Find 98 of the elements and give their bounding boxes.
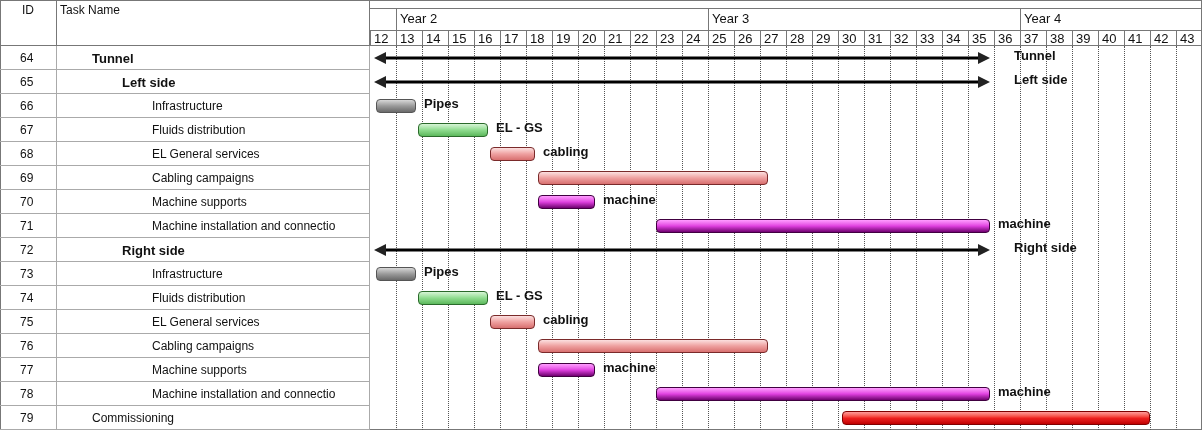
bar-label: Left side — [1014, 72, 1068, 86]
week-number: 39 — [1076, 32, 1091, 45]
week-number: 38 — [1050, 32, 1065, 45]
task-name: Cabling campaigns — [152, 172, 255, 184]
bar-label: EL - GS — [496, 120, 543, 134]
task-name: Commissioning — [92, 412, 175, 424]
row-id: 64 — [20, 52, 34, 64]
task-name: Left side — [122, 76, 176, 89]
row-id: 70 — [20, 196, 34, 208]
bar-label: cabling — [543, 144, 589, 158]
task-name: Right side — [122, 244, 185, 257]
week-number: 20 — [582, 32, 597, 45]
column-header: Task Name — [60, 4, 121, 16]
week-number: 41 — [1128, 32, 1143, 45]
week-number: 37 — [1024, 32, 1039, 45]
task-bar — [656, 219, 990, 233]
row-id: 75 — [20, 316, 34, 328]
row-id: 79 — [20, 412, 34, 424]
task-bar — [538, 195, 595, 209]
bar-label: Pipes — [424, 264, 459, 278]
row-id: 74 — [20, 292, 34, 304]
week-number: 35 — [972, 32, 987, 45]
task-bar — [538, 363, 595, 377]
task-bar — [538, 171, 768, 185]
task-bar — [538, 339, 768, 353]
bar-label: cabling — [543, 312, 589, 326]
row-id: 67 — [20, 124, 34, 136]
task-name: Infrastructure — [152, 100, 223, 112]
task-name: Machine installation and connectio — [152, 220, 336, 232]
task-bar — [376, 267, 416, 281]
week-number: 42 — [1154, 32, 1169, 45]
year-label: Year 3 — [712, 12, 750, 25]
row-id: 72 — [20, 244, 34, 256]
year-label: Year 4 — [1024, 12, 1062, 25]
week-number: 33 — [920, 32, 935, 45]
row-id: 73 — [20, 268, 34, 280]
task-bar — [418, 291, 488, 305]
task-name: Machine supports — [152, 196, 247, 208]
week-number: 14 — [426, 32, 441, 45]
task-bar — [490, 147, 535, 161]
task-bar — [376, 99, 416, 113]
task-bar — [418, 123, 488, 137]
row-id: 66 — [20, 100, 34, 112]
week-number: 31 — [868, 32, 883, 45]
bar-label: machine — [998, 384, 1051, 398]
week-number: 32 — [894, 32, 909, 45]
week-number: 12 — [374, 32, 389, 45]
task-name: EL General services — [152, 316, 260, 328]
week-number: 27 — [764, 32, 779, 45]
task-name: Machine supports — [152, 364, 247, 376]
week-number: 17 — [504, 32, 519, 45]
task-bar — [490, 315, 535, 329]
week-number: 26 — [738, 32, 753, 45]
week-number: 24 — [686, 32, 701, 45]
summary-bar — [374, 75, 990, 89]
summary-bar — [374, 51, 990, 65]
row-id: 71 — [20, 220, 34, 232]
task-name: Machine installation and connectio — [152, 388, 336, 400]
week-number: 40 — [1102, 32, 1117, 45]
bar-label: machine — [603, 192, 656, 206]
bar-label: EL - GS — [496, 288, 543, 302]
task-name: EL General services — [152, 148, 260, 160]
week-number: 34 — [946, 32, 961, 45]
bar-label: Pipes — [424, 96, 459, 110]
task-name: Fluids distribution — [152, 292, 246, 304]
row-id: 78 — [20, 388, 34, 400]
week-number: 18 — [530, 32, 545, 45]
bar-label: machine — [603, 360, 656, 374]
year-label: Year 2 — [400, 12, 438, 25]
bar-label: Tunnel — [1014, 48, 1056, 62]
row-id: 76 — [20, 340, 34, 352]
week-number: 28 — [790, 32, 805, 45]
task-name: Tunnel — [92, 52, 134, 65]
week-number: 19 — [556, 32, 571, 45]
row-id: 69 — [20, 172, 34, 184]
row-id: 65 — [20, 76, 34, 88]
week-number: 22 — [634, 32, 649, 45]
week-number: 23 — [660, 32, 675, 45]
week-number: 21 — [608, 32, 623, 45]
summary-bar — [374, 243, 990, 257]
task-name: Infrastructure — [152, 268, 223, 280]
week-number: 16 — [478, 32, 493, 45]
task-name: Fluids distribution — [152, 124, 246, 136]
bar-label: Right side — [1014, 240, 1077, 254]
week-number: 30 — [842, 32, 857, 45]
week-number: 15 — [452, 32, 467, 45]
row-id: 77 — [20, 364, 34, 376]
row-id: 68 — [20, 148, 34, 160]
task-bar — [656, 387, 990, 401]
task-bar — [842, 411, 1150, 425]
column-header: ID — [22, 4, 34, 16]
week-number: 43 — [1180, 32, 1195, 45]
task-name: Cabling campaigns — [152, 340, 255, 352]
week-number: 25 — [712, 32, 727, 45]
week-number: 13 — [400, 32, 415, 45]
week-number: 29 — [816, 32, 831, 45]
week-number: 36 — [998, 32, 1013, 45]
bar-label: machine — [998, 216, 1051, 230]
